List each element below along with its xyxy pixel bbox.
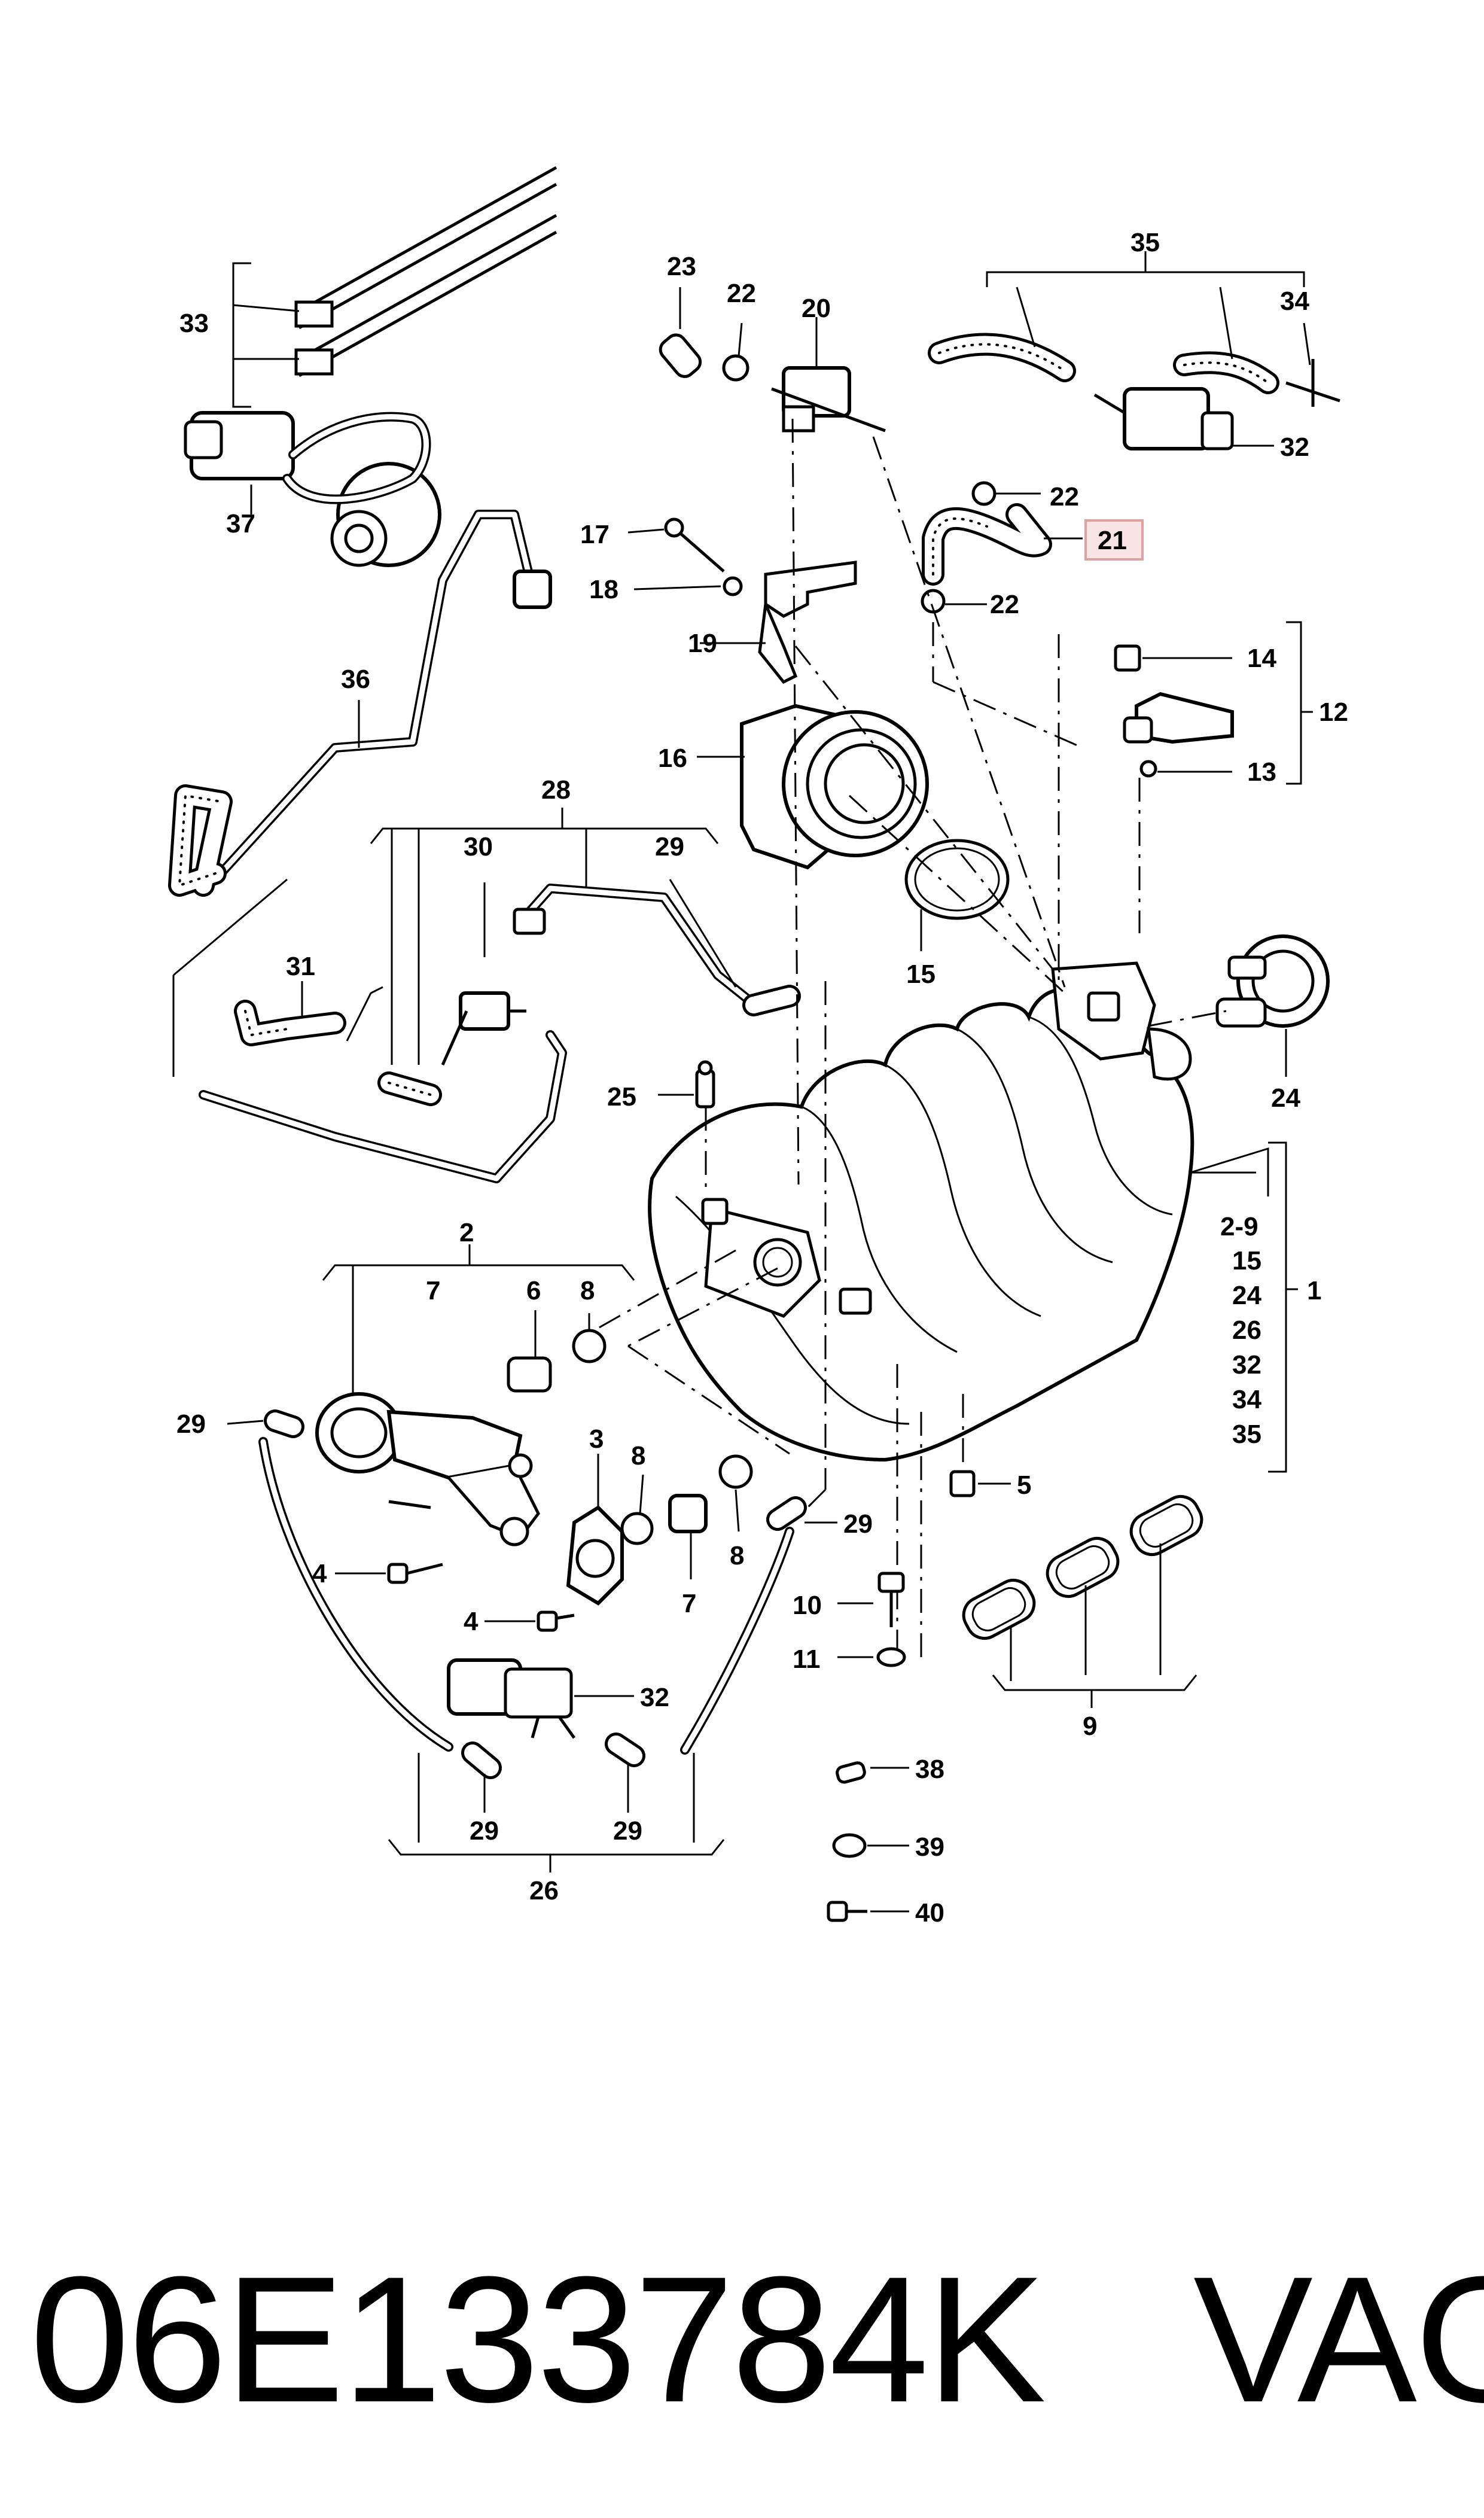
hose-21 (921, 481, 1083, 614)
callout-7-lower: 7 (682, 1589, 696, 1618)
valve-37 (184, 411, 441, 567)
callout-29-right: 29 (843, 1509, 873, 1539)
callout-29-bottom-left: 29 (470, 1816, 499, 1846)
actuator-group-2 (315, 1244, 635, 1546)
hose-group-35 (928, 251, 1340, 450)
bolt-10-washer-11 (837, 1572, 906, 1667)
part-1-item: 15 (1232, 1246, 1261, 1275)
callout-36: 36 (341, 665, 370, 694)
callout-30: 30 (464, 832, 493, 861)
callout-11: 11 (793, 1645, 821, 1674)
callout-37: 37 (226, 509, 255, 538)
callout-17: 17 (580, 520, 610, 549)
valve-20-group (659, 287, 886, 433)
exploded-parts-diagram: 33 37 36 23 22 20 (168, 166, 1348, 1928)
callout-12: 12 (1319, 698, 1348, 727)
part-1-item: 32 (1232, 1350, 1261, 1380)
callout-3: 3 (589, 1424, 604, 1454)
callout-32-lower: 32 (640, 1683, 669, 1712)
callout-38: 38 (915, 1755, 944, 1784)
callout-29-bottom-right: 29 (613, 1816, 642, 1846)
bracket-19-group (627, 517, 857, 684)
valve-7-lower (620, 1454, 753, 1579)
callout-8-lower: 8 (730, 1541, 744, 1570)
callout-7-top: 7 (426, 1276, 440, 1305)
callout-18: 18 (589, 575, 618, 604)
throttle-body-16 (697, 704, 929, 870)
callout-22-lower: 22 (990, 590, 1019, 619)
callout-24: 24 (1271, 1083, 1300, 1113)
part-1-item: 24 (1232, 1281, 1261, 1310)
callout-16: 16 (658, 744, 687, 773)
callout-19: 19 (688, 629, 717, 658)
callout-14: 14 (1247, 644, 1276, 673)
intake-manifold-1 (648, 961, 1269, 1462)
valve-24 (1215, 934, 1330, 1077)
part-number: 06E133784K (30, 2239, 1046, 2440)
callout-4-lower: 4 (464, 1607, 479, 1636)
callout-9: 9 (1083, 1712, 1097, 1741)
gasket-15 (904, 839, 1010, 920)
callout-28: 28 (541, 775, 571, 805)
callout-6: 6 (526, 1276, 541, 1305)
callout-35: 35 (1130, 228, 1160, 257)
callout-2: 2 (459, 1218, 474, 1247)
callout-33: 33 (179, 309, 209, 338)
sensor-3-group (335, 1454, 624, 1632)
callout-15: 15 (906, 960, 936, 989)
callout-22-top: 22 (727, 279, 756, 308)
valve-32-lower (447, 1658, 634, 1739)
callout-8-mid: 8 (631, 1441, 645, 1470)
part-1-item: 26 (1232, 1316, 1261, 1345)
callout-32-top: 32 (1280, 433, 1309, 462)
part-1-contents: 2-9 15 24 26 32 34 35 (1220, 1212, 1261, 1449)
callout-21[interactable]: 21 (1098, 526, 1127, 555)
part-1-bracket (1268, 1141, 1287, 1473)
callout-8-top: 8 (580, 1276, 595, 1305)
callout-10: 10 (793, 1591, 822, 1620)
hoses-29-lower (227, 1409, 837, 1872)
callout-39: 39 (915, 1832, 944, 1862)
part-number-banner: 06E133784K VAG (30, 2213, 1484, 2465)
callout-20: 20 (802, 294, 831, 323)
part-1-item: 35 (1232, 1420, 1261, 1449)
callout-1: 1 (1307, 1276, 1321, 1305)
callout-25: 25 (607, 1082, 636, 1112)
part-1-item: 34 (1232, 1385, 1261, 1414)
brand-name: VAG (1193, 2239, 1484, 2440)
hose-group-28 (172, 808, 801, 1183)
gaskets-9 (962, 1495, 1203, 1708)
callout-22-upper: 22 (1050, 482, 1079, 511)
callout-23: 23 (667, 252, 696, 281)
callout-26: 26 (529, 1876, 559, 1905)
callout-31: 31 (286, 952, 315, 981)
callout-40: 40 (915, 1898, 944, 1928)
callout-21-highlight[interactable] (1084, 519, 1144, 561)
callout-29-left: 29 (176, 1409, 206, 1439)
sensor-12-group (1114, 621, 1313, 785)
part-1-item: 2-9 (1220, 1212, 1258, 1241)
callout-13: 13 (1247, 757, 1276, 787)
vacuum-line-36 (168, 510, 552, 897)
callout-34: 34 (1280, 287, 1309, 316)
fitting-25 (658, 1060, 715, 1109)
small-parts-38-40 (827, 1761, 909, 1922)
callout-5: 5 (1017, 1470, 1031, 1500)
cable-ties-33 (232, 166, 557, 408)
callout-29-mid: 29 (655, 832, 684, 861)
fitting-5 (949, 1470, 1011, 1497)
